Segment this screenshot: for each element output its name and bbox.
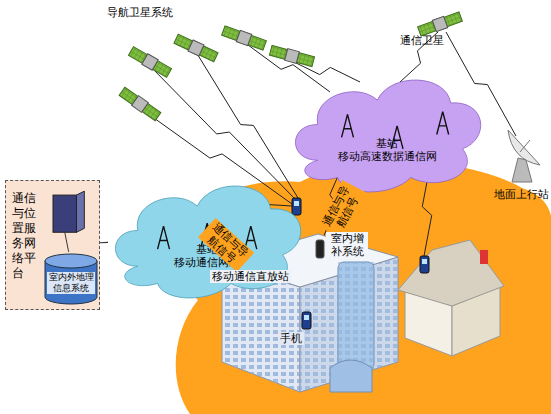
server-icon (53, 195, 76, 232)
device-label: 室内增补系统 (326, 232, 368, 258)
tower-icon (342, 114, 354, 137)
network-cloud: 基站移动高速数据通信网 (288, 60, 486, 203)
house (480, 250, 488, 264)
station-label: 地面上行站 (492, 188, 551, 201)
office-building (338, 262, 374, 370)
connector-line (100, 242, 108, 244)
platform-box: 通信与位置服务网络平台室内外地理信息系统 (5, 180, 100, 310)
satellite-icon (236, 30, 251, 45)
ground-dish (520, 140, 530, 152)
indoor-booster (316, 240, 324, 258)
cloud-shape (115, 186, 300, 298)
phone-icon (294, 201, 299, 206)
phones (292, 198, 429, 329)
signal-line (150, 66, 296, 200)
signal-label: 通信与导航信号 (318, 180, 366, 238)
house (398, 240, 504, 306)
phone-icon (304, 315, 309, 320)
satellite-icon (174, 33, 219, 62)
signal-line (196, 52, 298, 198)
office-building (338, 262, 374, 370)
satellite-icon (417, 11, 462, 37)
system-label: 导航卫星系统 (105, 6, 175, 19)
database-label: 室内外地理信息系统 (47, 272, 95, 294)
satellite-icon (221, 25, 266, 51)
satellite-icon (269, 45, 315, 68)
phone-icon (292, 198, 301, 215)
satellite-icon (285, 49, 300, 64)
satellite-icon (142, 54, 158, 70)
satellite-icon (132, 96, 149, 113)
device-label: 手机 (278, 332, 304, 345)
phone-icon (302, 312, 311, 329)
station-label: 基站 (376, 137, 398, 150)
server-icon (76, 191, 84, 232)
indoor-booster (316, 240, 324, 258)
system-label: 通信卫星 (398, 34, 446, 47)
cloud-shape (288, 60, 486, 203)
satellite-icon (432, 16, 447, 31)
phone-icon (422, 259, 427, 264)
database-cylinder: 室内外地理信息系统 (44, 253, 98, 305)
ground-dish (508, 130, 540, 182)
signal-line (244, 42, 330, 92)
satellite-icon (297, 53, 315, 67)
phone-icon (420, 256, 429, 273)
cylinder-shape (45, 254, 97, 268)
cloud-shape (295, 80, 480, 192)
tower-icon (437, 112, 449, 135)
device-label: 移动通信直放站 (210, 270, 291, 283)
cable-line (65, 232, 69, 252)
house (398, 240, 504, 356)
phone-icon (302, 312, 311, 329)
satellite-icon (128, 46, 172, 78)
tower-icon (158, 226, 170, 249)
ground-dish (512, 158, 532, 182)
satellite-icon (269, 45, 287, 59)
network-label: 移动高速数据通信网 (338, 150, 437, 163)
office-building (330, 360, 372, 392)
phone-icon (292, 198, 301, 215)
platform-label: 通信与位置服务网络平台 (12, 191, 36, 281)
satellite-icon (188, 40, 204, 56)
phone-icon (420, 256, 429, 273)
satellite-icon (119, 86, 162, 121)
